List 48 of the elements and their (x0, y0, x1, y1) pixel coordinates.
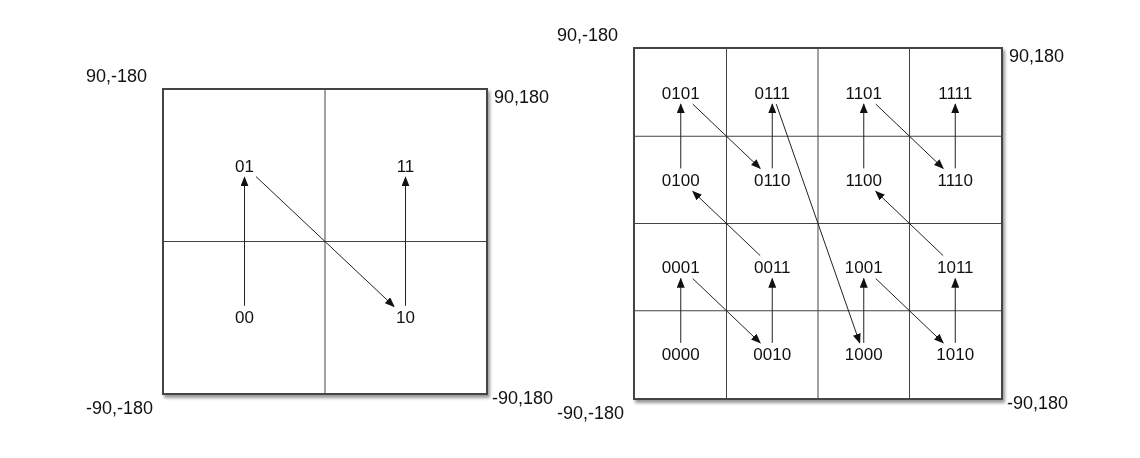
arrow (875, 190, 944, 257)
cell-code: 1110 (937, 170, 973, 190)
coordinate-label: 90,180 (494, 88, 550, 106)
cell-code: 1011 (936, 257, 974, 277)
arrow (240, 176, 249, 307)
arrow (775, 103, 861, 344)
arrow (859, 103, 868, 169)
coordinate-label: -90,180 (1007, 394, 1069, 412)
coordinate-label: 90,-180 (557, 26, 619, 44)
cell-code: 0010 (753, 344, 792, 364)
arrow (676, 277, 685, 344)
arrow (875, 278, 944, 344)
cell-code: 0101 (661, 83, 700, 103)
cell-code: 1001 (844, 257, 883, 277)
arrow (951, 277, 960, 344)
cell-code: 0110 (753, 170, 791, 190)
coordinate-label: -90,-180 (86, 399, 154, 417)
cell-code: 0011 (753, 257, 791, 277)
arrow (875, 103, 944, 170)
cell-code: 00 (235, 307, 254, 327)
cell-code: 0001 (661, 257, 700, 277)
cell-code: 11 (396, 156, 415, 176)
arrow (859, 277, 868, 344)
arrow (692, 190, 761, 257)
coordinate-label: -90,-180 (557, 404, 625, 422)
cell-code: 0000 (661, 344, 700, 364)
cell-code: 1000 (844, 344, 883, 364)
cell-code: 01 (235, 156, 254, 176)
cell-code: 1100 (845, 170, 883, 190)
arrow (401, 176, 410, 307)
grid-box (633, 47, 1003, 400)
arrow (255, 176, 395, 308)
cell-code: 0100 (661, 170, 700, 190)
coordinate-label: 90,-180 (86, 67, 148, 85)
cell-code: 0111 (754, 83, 790, 103)
cell-code: 1111 (938, 83, 973, 103)
arrow (768, 277, 777, 344)
cell-code: 1010 (936, 344, 975, 364)
arrow (768, 103, 777, 169)
arrow (692, 103, 761, 170)
grid-box (162, 88, 488, 395)
arrow (951, 103, 960, 169)
coordinate-label: -90,180 (492, 389, 554, 407)
cell-code: 1101 (845, 83, 883, 103)
coordinate-label: 90,180 (1009, 47, 1065, 65)
cell-code: 10 (396, 307, 415, 327)
arrow (692, 278, 761, 344)
arrow (676, 103, 685, 169)
